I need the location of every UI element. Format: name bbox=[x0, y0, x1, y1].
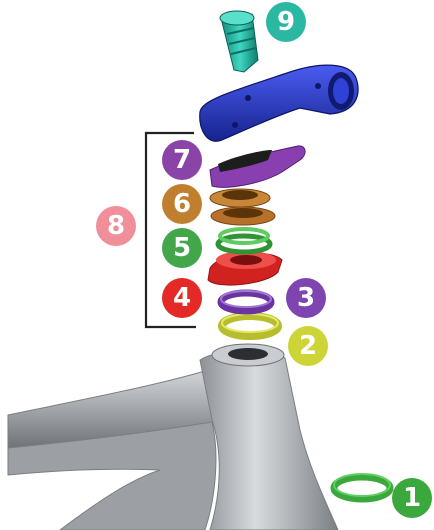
callout-3: 3 bbox=[286, 278, 326, 318]
callout-7: 7 bbox=[162, 140, 202, 180]
upper-bearing-ring bbox=[217, 289, 275, 315]
compression-ring bbox=[215, 227, 273, 255]
callout-6: 6 bbox=[162, 184, 202, 224]
lower-bearing-ring bbox=[218, 312, 282, 340]
bike-frame bbox=[7, 343, 339, 530]
spacer-stack bbox=[209, 188, 276, 226]
stem-cover bbox=[209, 145, 306, 188]
callout-8: 8 bbox=[96, 206, 136, 246]
callout-2: 2 bbox=[288, 326, 328, 366]
callout-4: 4 bbox=[162, 278, 202, 318]
callout-5: 5 bbox=[162, 228, 202, 268]
group-bracket bbox=[144, 131, 196, 329]
callout-1: 1 bbox=[392, 478, 432, 518]
stem bbox=[199, 64, 359, 142]
headset-top-cover bbox=[207, 251, 283, 286]
callout-9: 9 bbox=[266, 2, 306, 42]
top-cap-plug bbox=[219, 10, 259, 73]
crown-race-ring bbox=[330, 473, 394, 503]
